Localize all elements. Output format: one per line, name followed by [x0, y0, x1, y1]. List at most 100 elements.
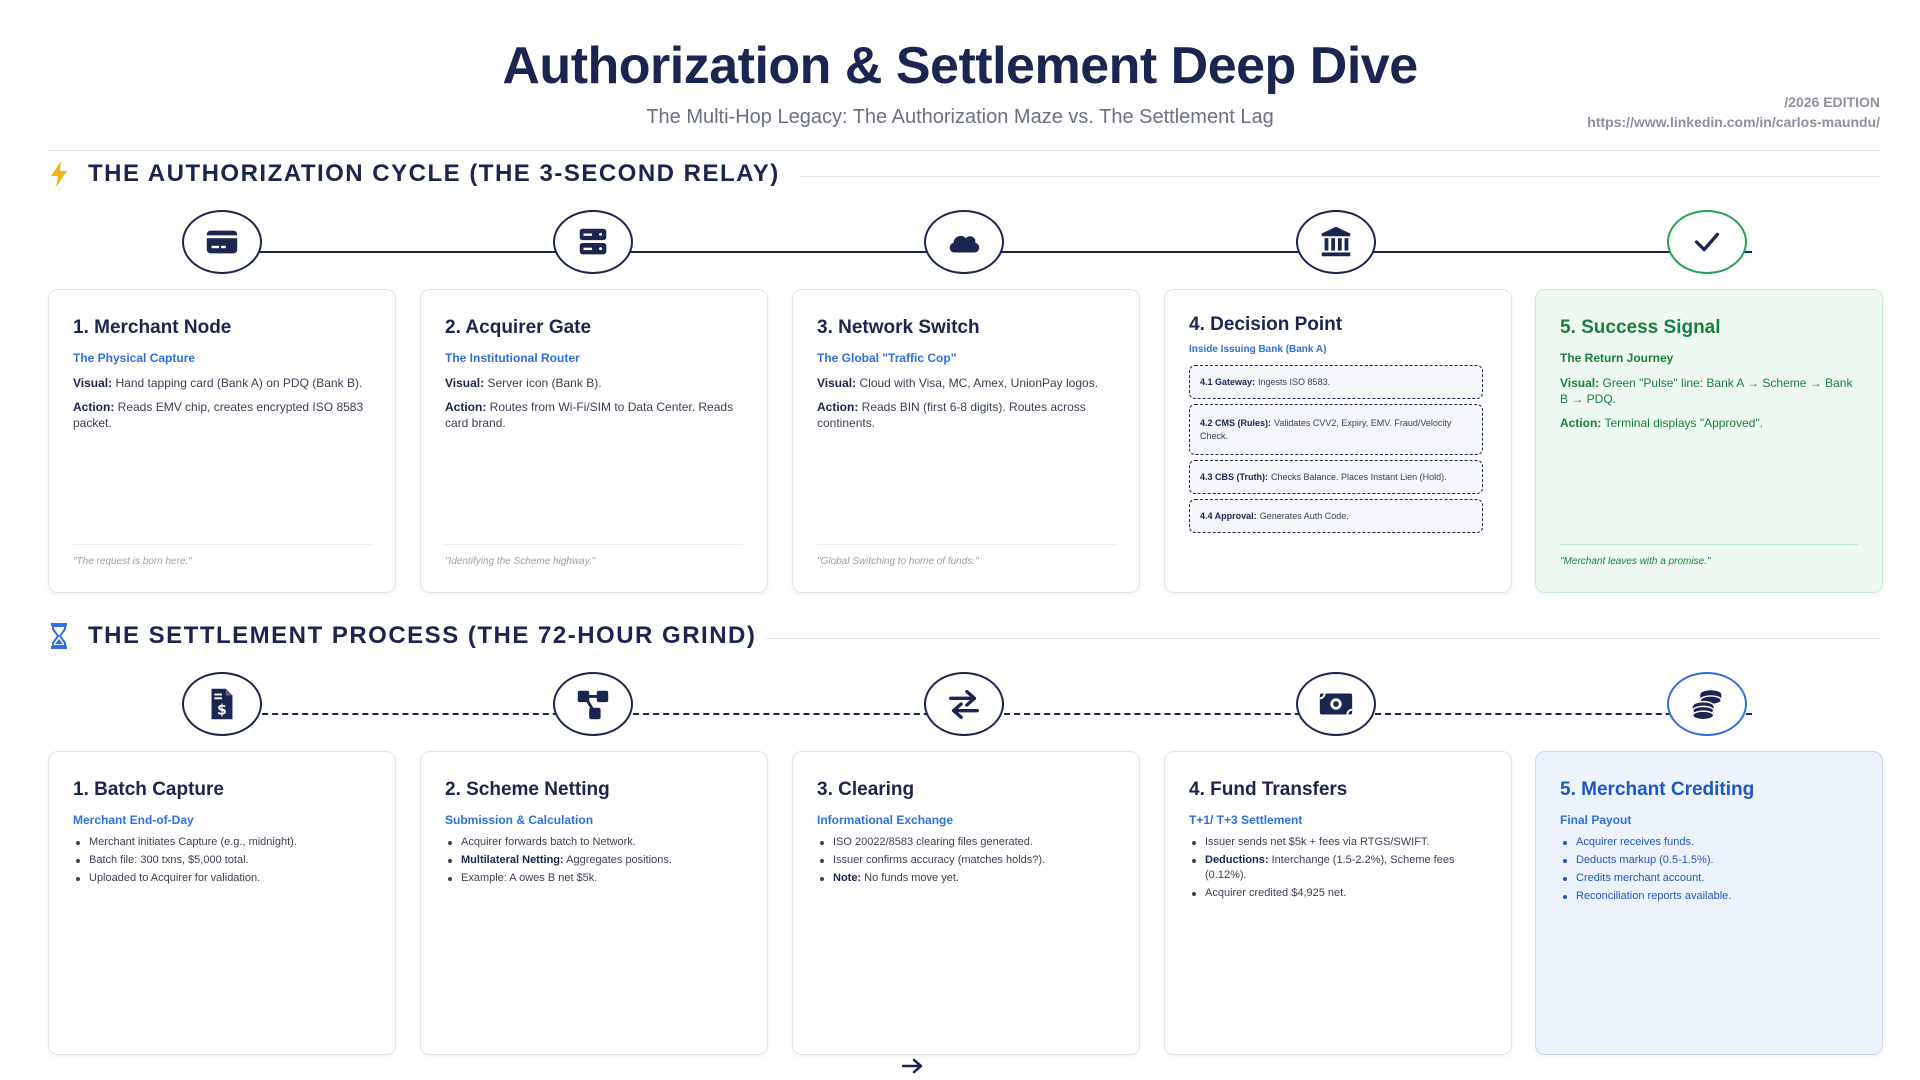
- card-body: Visual: Cloud with Visa, MC, Amex, Union…: [817, 375, 1117, 439]
- network-nodes-icon: [553, 672, 633, 736]
- card-bullet-list: Issuer sends net $5k + fees via RTGS/SWI…: [1189, 835, 1491, 904]
- card-body: Visual: Server icon (Bank B). Action: Ro…: [445, 375, 745, 439]
- card-bullet-list: ISO 20022/8583 clearing files generated.…: [817, 835, 1119, 889]
- decision-point-card: 4. Decision Point Inside Issuing Bank (B…: [1164, 289, 1512, 593]
- card-title: 2. Acquirer Gate: [445, 317, 592, 338]
- list-item: Acquirer credited $4,925 net.: [1189, 886, 1491, 901]
- authorization-section-title: THE AUTHORIZATION CYCLE (THE 3-SECOND RE…: [88, 160, 780, 187]
- list-item: Multilateral Netting: Aggregates positio…: [445, 853, 747, 868]
- list-item: Credits merchant account.: [1560, 871, 1862, 886]
- card-footer-quote: "Merchant leaves with a promise.": [1560, 556, 1711, 567]
- header-divider: [48, 150, 1880, 151]
- merchant-node-card: 1. Merchant Node The Physical Capture Vi…: [48, 289, 396, 593]
- card-subtitle: Inside Issuing Bank (Bank A): [1189, 344, 1327, 355]
- card-title: 5. Merchant Crediting: [1560, 779, 1755, 800]
- credit-card-icon: [182, 210, 262, 274]
- visual-line: Visual: Green "Pulse" line: Bank A → Sch…: [1560, 376, 1853, 406]
- list-item: Deductions: Interchange (1.5-2.2%), Sche…: [1189, 853, 1491, 883]
- visual-line: Visual: Server icon (Bank B).: [445, 376, 602, 390]
- approval-step: 4.4 Approval:Generates Auth Code.: [1189, 499, 1483, 533]
- card-title: 1. Batch Capture: [73, 779, 224, 800]
- card-footer-quote: "Identifying the Scheme highway.": [445, 556, 596, 567]
- card-body: Visual: Hand tapping card (Bank A) on PD…: [73, 375, 373, 439]
- invoice-dollar-icon: $: [182, 672, 262, 736]
- card-title: 5. Success Signal: [1560, 317, 1721, 338]
- list-item: Merchant initiates Capture (e.g., midnig…: [73, 835, 375, 850]
- card-subtitle: Final Payout: [1560, 813, 1632, 827]
- arrow-right-icon[interactable]: [901, 1058, 924, 1074]
- card-footer-quote: "Global Switching to home of funds.": [817, 556, 979, 567]
- card-subtitle: The Global "Traffic Cop": [817, 351, 957, 365]
- merchant-crediting-card: 5. Merchant Crediting Final Payout Acqui…: [1535, 751, 1883, 1055]
- card-footer-divider: [1560, 544, 1858, 545]
- list-item: Note: No funds move yet.: [817, 871, 1119, 886]
- svg-text:$: $: [217, 702, 227, 718]
- card-subtitle: Merchant End-of-Day: [73, 813, 194, 827]
- settlement-flow-track: $: [0, 672, 1920, 756]
- card-subtitle: T+1/ T+3 Settlement: [1189, 813, 1303, 827]
- acquirer-gate-card: 2. Acquirer Gate The Institutional Route…: [420, 289, 768, 593]
- list-item: Acquirer receives funds.: [1560, 835, 1862, 850]
- card-footer-divider: [817, 544, 1115, 545]
- authorization-section-rule: [800, 176, 1880, 177]
- visual-line: Visual: Hand tapping card (Bank A) on PD…: [73, 376, 363, 390]
- cbs-truth-step: 4.3 CBS (Truth):Checks Balance. Places I…: [1189, 460, 1483, 494]
- cloud-icon: [924, 210, 1004, 274]
- list-item: ISO 20022/8583 clearing files generated.: [817, 835, 1119, 850]
- coins-stack-icon: [1667, 672, 1747, 736]
- action-line: Action: Terminal displays "Approved".: [1560, 416, 1764, 430]
- card-title: 4. Fund Transfers: [1189, 779, 1348, 800]
- authorization-section-heading: THE AUTHORIZATION CYCLE (THE 3-SECOND RE…: [48, 160, 780, 188]
- card-subtitle: Informational Exchange: [817, 813, 954, 827]
- check-icon: [1667, 210, 1747, 274]
- action-line: Action: Reads EMV chip, creates encrypte…: [73, 400, 364, 430]
- gateway-step: 4.1 Gateway:Ingests ISO 8583.: [1189, 365, 1483, 399]
- hourglass-icon: [48, 622, 70, 650]
- card-body: Visual: Green "Pulse" line: Bank A → Sch…: [1560, 375, 1860, 439]
- list-item: Issuer confirms accuracy (matches holds?…: [817, 853, 1119, 868]
- card-footer-divider: [445, 544, 743, 545]
- list-item: Deducts markup (0.5-1.5%).: [1560, 853, 1862, 868]
- card-title: 2. Scheme Netting: [445, 779, 610, 800]
- card-title: 1. Merchant Node: [73, 317, 232, 338]
- card-title: 3. Clearing: [817, 779, 915, 800]
- action-line: Action: Reads BIN (first 6-8 digits). Ro…: [817, 400, 1086, 430]
- card-bullet-list: Acquirer forwards batch to Network. Mult…: [445, 835, 747, 889]
- batch-capture-card: 1. Batch Capture Merchant End-of-Day Mer…: [48, 751, 396, 1055]
- money-bill-icon: [1296, 672, 1376, 736]
- list-item: Reconciliation reports available.: [1560, 889, 1862, 904]
- page-title: Authorization & Settlement Deep Dive: [502, 37, 1418, 95]
- authorization-flow-track: [0, 210, 1920, 294]
- bank-icon: [1296, 210, 1376, 274]
- card-subtitle: The Institutional Router: [445, 351, 580, 365]
- page-subtitle: The Multi-Hop Legacy: The Authorization …: [646, 106, 1274, 128]
- card-title: 4. Decision Point: [1189, 314, 1343, 335]
- list-item: Batch file: 300 txns, $5,000 total.: [73, 853, 375, 868]
- exchange-arrows-icon: [924, 672, 1004, 736]
- card-bullet-list: Merchant initiates Capture (e.g., midnig…: [73, 835, 375, 889]
- network-switch-card: 3. Network Switch The Global "Traffic Co…: [792, 289, 1140, 593]
- list-item: Uploaded to Acquirer for validation.: [73, 871, 375, 886]
- fund-transfers-card: 4. Fund Transfers T+1/ T+3 Settlement Is…: [1164, 751, 1512, 1055]
- card-footer-divider: [73, 544, 371, 545]
- card-subtitle: Submission & Calculation: [445, 813, 594, 827]
- action-line: Action: Routes from Wi-Fi/SIM to Data Ce…: [445, 400, 734, 430]
- list-item: Issuer sends net $5k + fees via RTGS/SWI…: [1189, 835, 1491, 850]
- list-item: Example: A owes B net $5k.: [445, 871, 747, 886]
- author-link[interactable]: https://www.linkedin.com/in/carlos-maund…: [1587, 114, 1880, 130]
- visual-line: Visual: Cloud with Visa, MC, Amex, Union…: [817, 376, 1099, 390]
- card-title: 3. Network Switch: [817, 317, 980, 338]
- list-item: Acquirer forwards batch to Network.: [445, 835, 747, 850]
- settlement-section-rule: [766, 638, 1880, 639]
- cms-rules-step: 4.2 CMS (Rules):Validates CVV2, Expiry, …: [1189, 404, 1483, 455]
- scheme-netting-card: 2. Scheme Netting Submission & Calculati…: [420, 751, 768, 1055]
- lightning-icon: [48, 160, 70, 188]
- success-signal-card: 5. Success Signal The Return Journey Vis…: [1535, 289, 1883, 593]
- card-subtitle: The Return Journey: [1560, 351, 1674, 365]
- page-header: Authorization & Settlement Deep Dive The…: [0, 0, 1920, 151]
- server-icon: [553, 210, 633, 274]
- clearing-card: 3. Clearing Informational Exchange ISO 2…: [792, 751, 1140, 1055]
- card-bullet-list: Acquirer receives funds. Deducts markup …: [1560, 835, 1862, 907]
- card-subtitle: The Physical Capture: [73, 351, 196, 365]
- settlement-section-title: THE SETTLEMENT PROCESS (THE 72-HOUR GRIN…: [88, 622, 757, 649]
